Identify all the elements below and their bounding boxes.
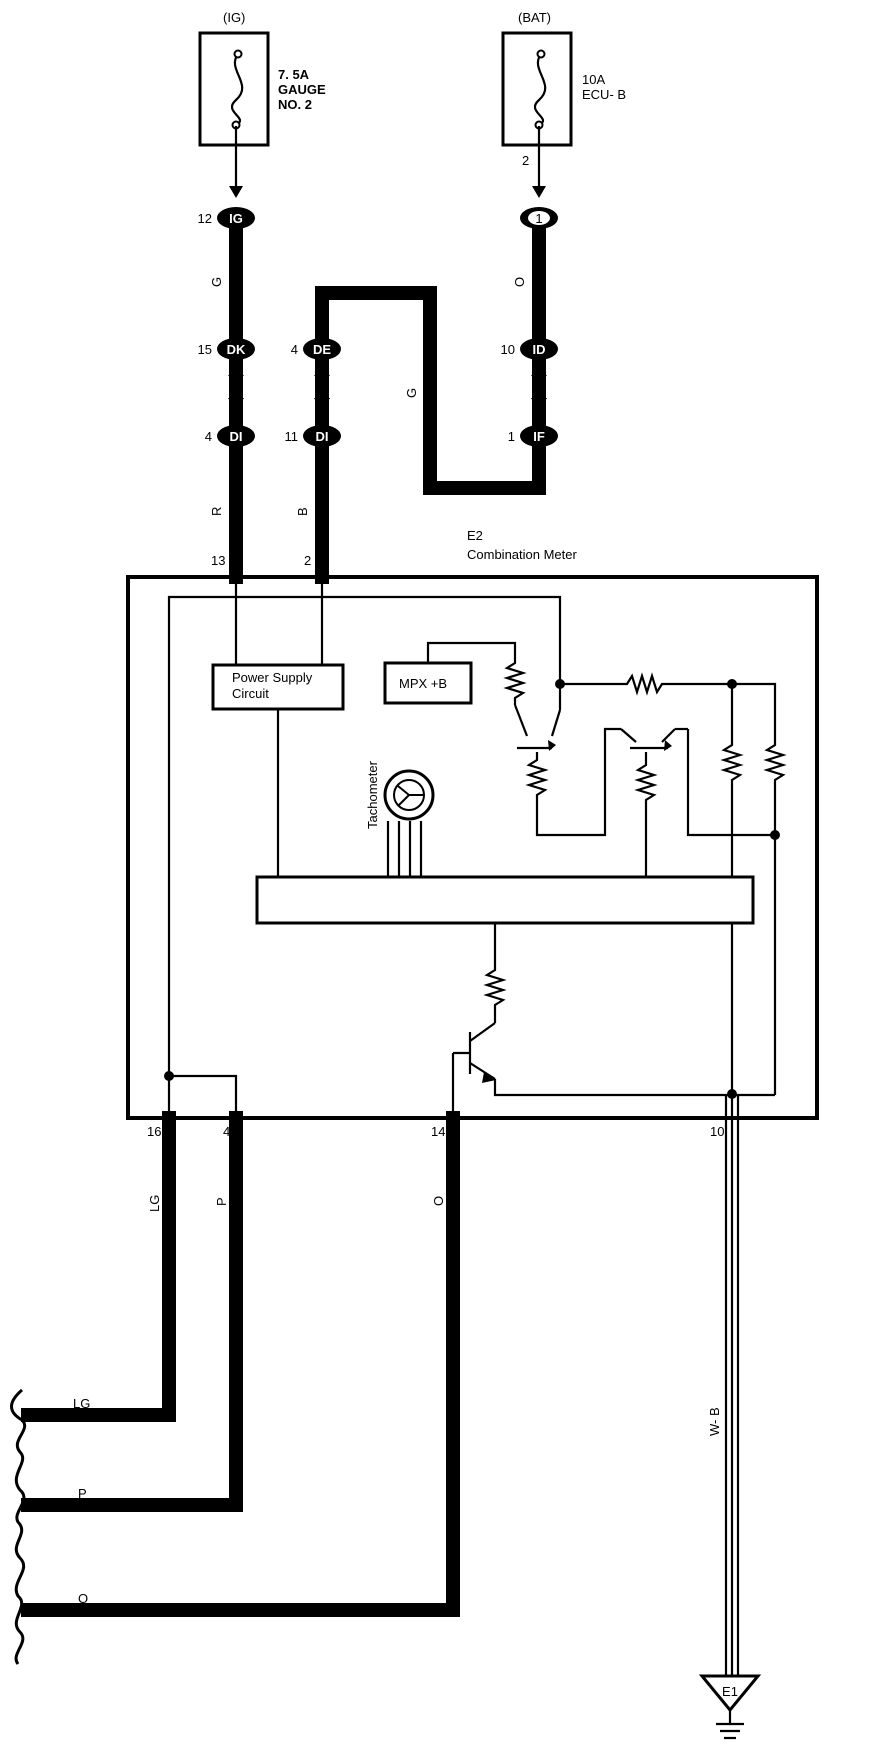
meter-pin-16: 16 [147,1124,161,1139]
svg-text:ID: ID [533,342,546,357]
meter-id: E2 [467,528,483,543]
mpx-b-box[interactable] [383,661,473,705]
wire-label-o-out: O [431,1196,446,1206]
wire-label-o-bat: O [512,277,527,287]
svg-text:IF: IF [533,429,545,444]
connector-de[interactable]: DE [303,338,341,360]
fuse-ecu-b[interactable] [501,31,573,147]
wire-end-label-o: O [78,1591,88,1606]
meter-name: Combination Meter [467,547,577,562]
connector-id[interactable]: ID [520,338,558,360]
svg-text:DI: DI [230,429,243,444]
wire-label-wb: W- B [707,1407,722,1436]
wire-end-label-p: P [78,1486,87,1501]
meter-pin-2: 2 [304,553,311,568]
connector-di-left[interactable]: DI [217,425,255,447]
harness-break-line [10,1388,26,1665]
fuse-ig-name-1: GAUGE [278,82,326,97]
meter-pin-4: 4 [223,1124,230,1139]
connector-de-pin: 4 [291,342,298,357]
wire-g-jumper[interactable] [315,286,546,495]
meter-pin-13: 13 [211,553,225,568]
connector-dk-pin: 15 [198,342,212,357]
svg-text:1: 1 [535,211,542,226]
wire-lg[interactable] [21,1111,176,1422]
svg-text:IG: IG [229,211,243,226]
wire-label-g-left: G [209,277,224,287]
fuse-ig-name-2: NO. 2 [278,97,312,112]
mpx-label: MPX +B [399,676,447,691]
fuse-bat-source: (BAT) [518,10,551,25]
svg-text:DK: DK [227,342,246,357]
fuse-bat-rating: 10A [582,72,605,87]
connector-bat-1[interactable]: 1 [520,207,558,229]
ground-e1-icon[interactable] [698,1674,762,1740]
meter-pin-14: 14 [431,1124,445,1139]
ground-label: E1 [722,1684,738,1699]
fuse-gauge-no2[interactable] [198,31,270,147]
junction-dots [164,679,780,1099]
wire-wb[interactable] [724,1095,740,1678]
meter-pin-10: 10 [710,1124,724,1139]
tachometer-label: Tachometer [365,760,380,829]
tachometer-icon[interactable] [383,769,435,821]
wire-p[interactable] [21,1111,243,1512]
svg-text:DI: DI [316,429,329,444]
connector-id-pin: 10 [501,342,515,357]
connector-if[interactable]: IF [520,425,558,447]
fuse-bat-pin: 2 [522,153,529,168]
meter-ic-bus[interactable] [255,875,755,925]
fuse-ig-rating: 7. 5A [278,67,310,82]
wire-end-label-lg: LG [73,1396,90,1411]
fuse-bat-name: ECU- B [582,87,626,102]
connector-di-right-pin: 11 [285,429,299,444]
wire-label-b: B [295,507,310,516]
connector-di-left-pin: 4 [205,429,212,444]
wire-o-out[interactable] [21,1111,460,1617]
connector-ig[interactable]: IG [217,207,255,229]
fuse-ig-source: (IG) [223,10,245,25]
power-supply-label-1: Power Supply [232,670,313,685]
wire-label-g-jumper: G [404,388,419,398]
wire-label-lg: LG [147,1195,162,1212]
connector-di-right[interactable]: DI [303,425,341,447]
meter-internal-circuit [167,577,787,1118]
power-supply-label-2: Circuit [232,686,269,701]
connector-dk[interactable]: DK [217,338,255,360]
wire-label-r: R [209,507,224,516]
connector-if-pin: 1 [508,429,515,444]
connector-ig-pin: 12 [198,211,212,226]
combination-meter-box[interactable] [126,575,819,1120]
svg-text:DE: DE [313,342,331,357]
power-supply-circuit[interactable] [211,663,345,711]
wire-label-p: P [214,1197,229,1206]
